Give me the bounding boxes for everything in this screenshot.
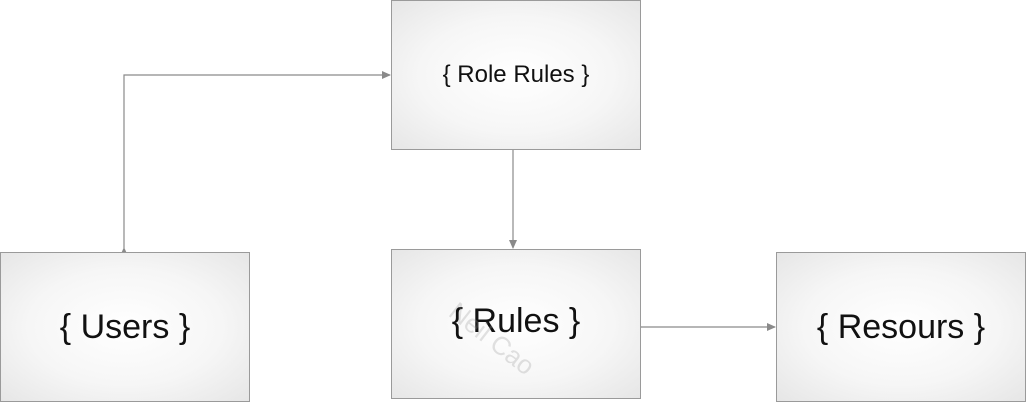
- node-label: { Role Rules }: [442, 61, 590, 88]
- node-label: { Users }: [59, 307, 191, 346]
- node-resources: { Resours }: [776, 252, 1026, 402]
- node-users: { Users }: [0, 252, 250, 402]
- node-role-rules: { Role Rules }: [391, 0, 641, 150]
- node-rules: { Rules }: [391, 249, 641, 399]
- node-label: { Rules }: [451, 301, 581, 340]
- node-label: { Resours }: [816, 307, 986, 346]
- edge-users-role-rules: [120, 71, 391, 256]
